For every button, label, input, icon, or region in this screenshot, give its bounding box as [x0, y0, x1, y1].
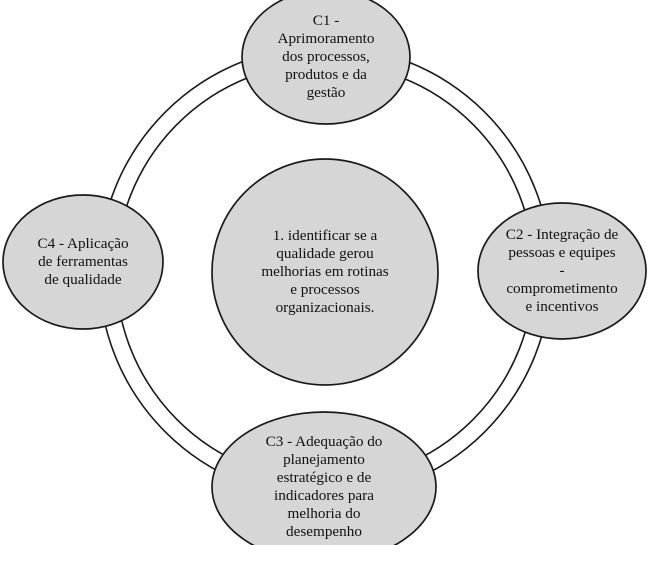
node-c3-shape[interactable]	[211, 411, 437, 545]
node-c1-shape[interactable]	[241, 0, 411, 125]
center-node-shape[interactable]	[211, 158, 439, 386]
node-c2-shape[interactable]	[477, 202, 647, 340]
cycle-diagram: C1 - Aprimoramento dos processos, produt…	[2, 0, 647, 545]
diagram-canvas	[2, 0, 647, 545]
node-c4-shape[interactable]	[2, 194, 164, 330]
